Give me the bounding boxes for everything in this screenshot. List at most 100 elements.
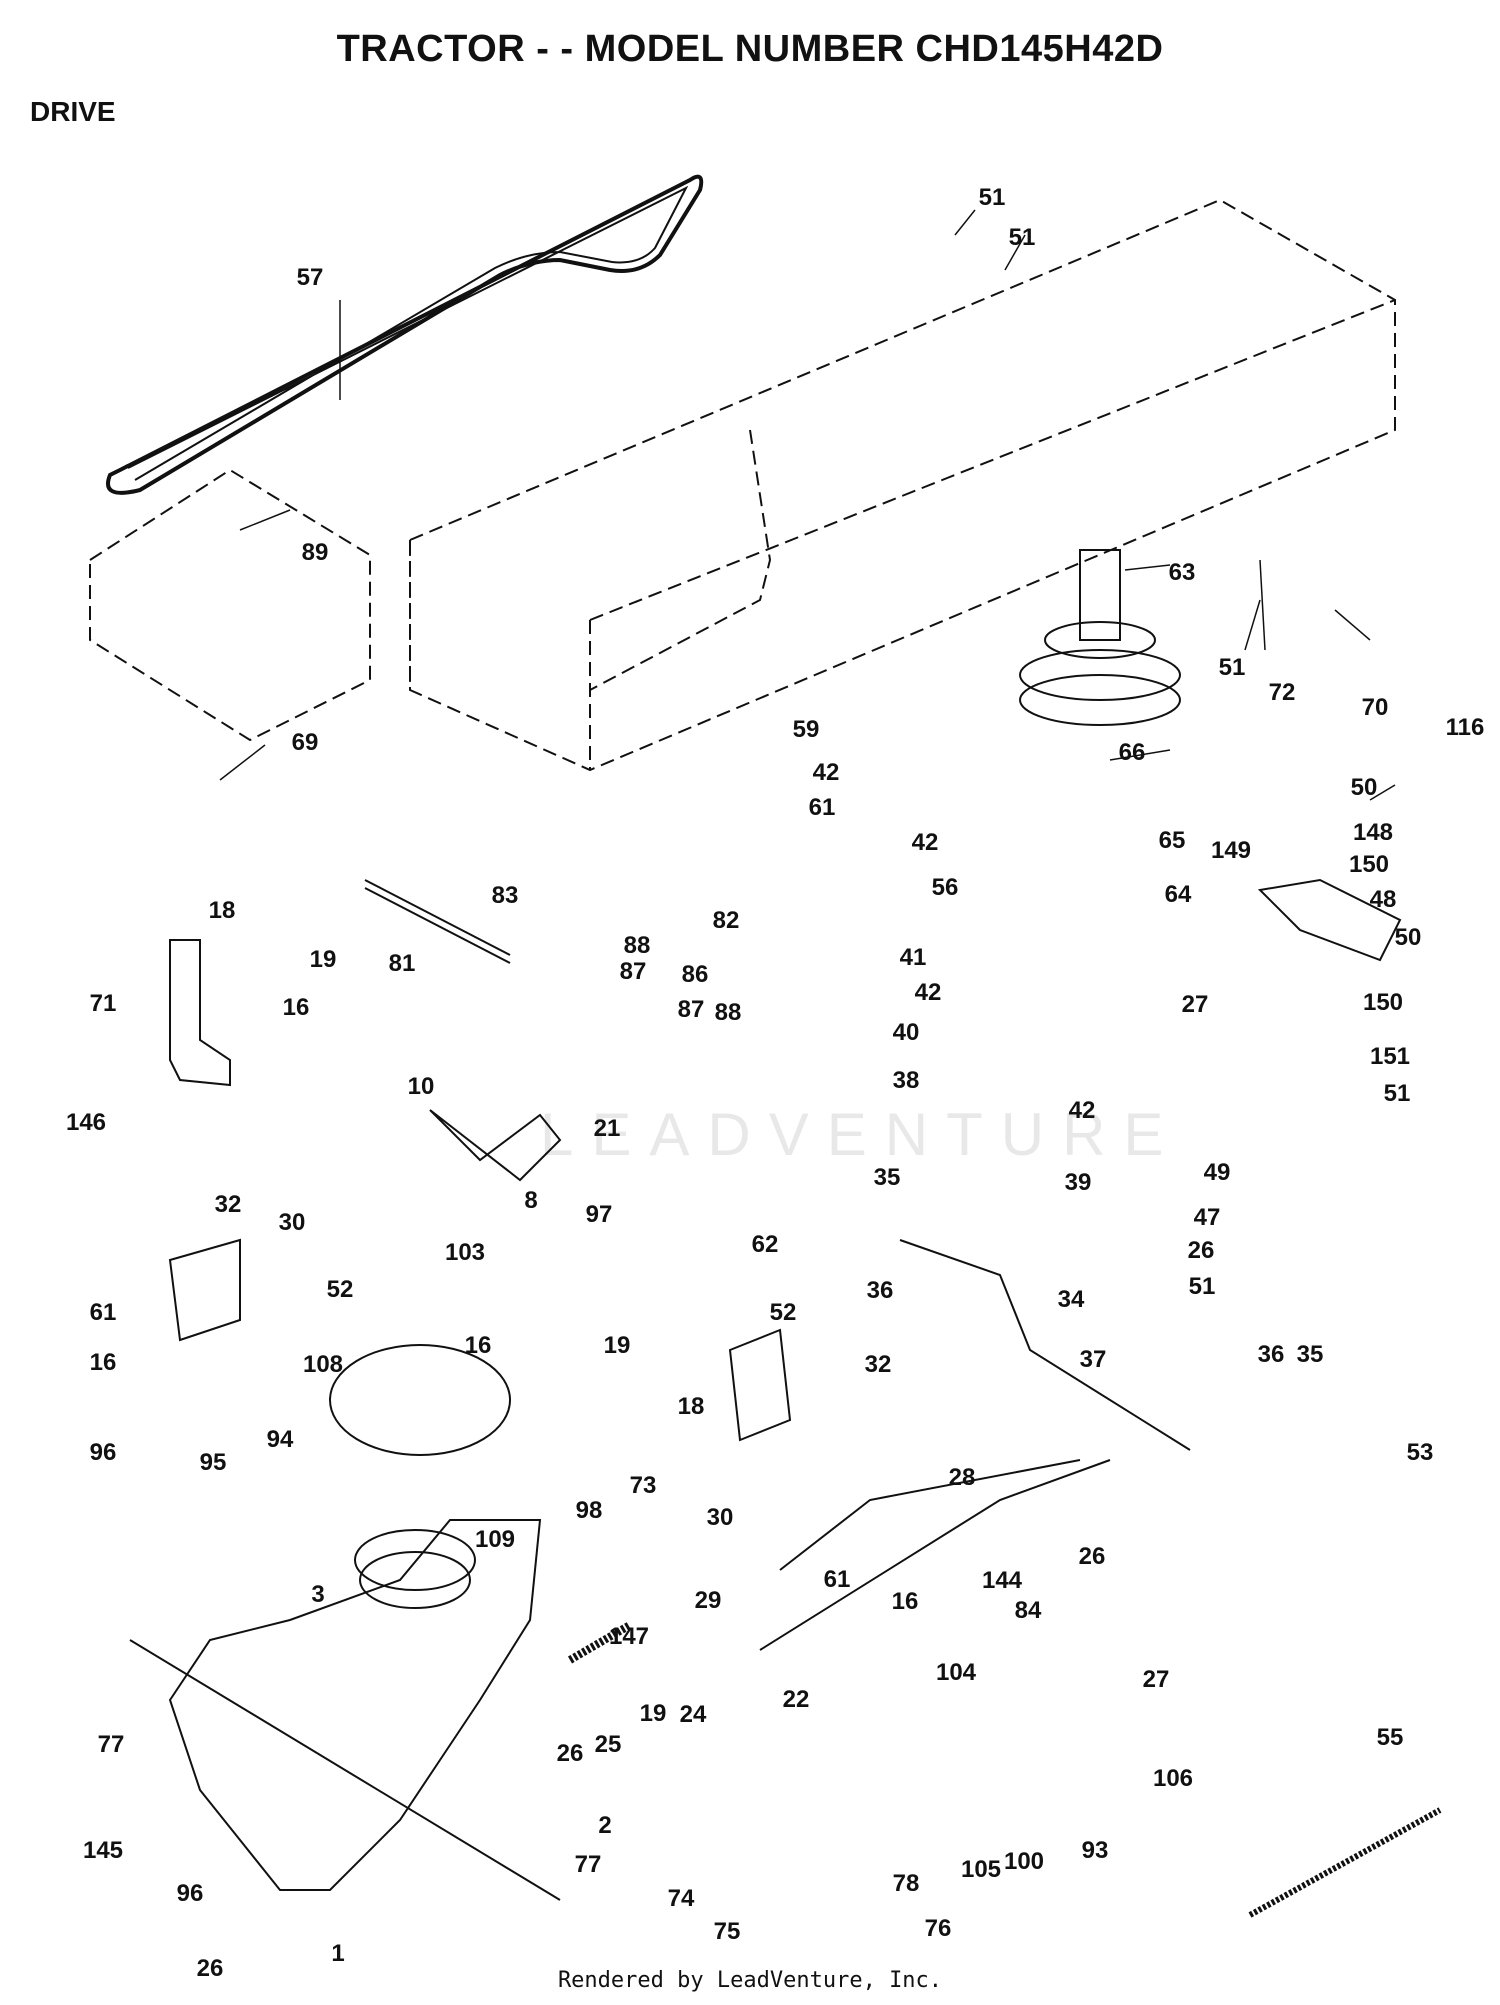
callout-label: 150 (1349, 851, 1389, 878)
callout-label: 61 (824, 1566, 851, 1593)
callout-label: 52 (327, 1276, 354, 1303)
callout-label: 51 (1009, 224, 1036, 251)
shift-rod (899, 1239, 1191, 1451)
callout-label: 89 (302, 539, 329, 566)
callout-label: 49 (1204, 1159, 1231, 1186)
callout-label: 19 (640, 1700, 667, 1727)
pedal-shaft (364, 879, 511, 956)
callout-label: 10 (408, 1073, 435, 1100)
callout-label: 63 (1169, 559, 1196, 586)
callout-label: 22 (783, 1686, 810, 1713)
frame-outline (89, 198, 1396, 772)
callout-label: 16 (283, 994, 310, 1021)
callout-label: 71 (90, 990, 117, 1017)
callout-label: 84 (1015, 1597, 1042, 1624)
callout-label: 59 (793, 716, 820, 743)
callout-label: 51 (979, 184, 1006, 211)
callout-label: 38 (893, 1067, 920, 1094)
callout-label: 36 (1258, 1341, 1285, 1368)
callout-label: 42 (1069, 1097, 1096, 1124)
transaxle-pulley (354, 1529, 476, 1591)
callout-label: 57 (297, 264, 324, 291)
engine-pulley (1019, 549, 1181, 726)
callout-label: 41 (900, 944, 927, 971)
callout-label: 29 (695, 1587, 722, 1614)
callout-label: 39 (1065, 1169, 1092, 1196)
callout-label: 78 (893, 1870, 920, 1897)
callout-label: 26 (1079, 1543, 1106, 1570)
callout-label: 97 (586, 1201, 613, 1228)
callout-label: 47 (1194, 1204, 1221, 1231)
callout-label: 70 (1362, 694, 1389, 721)
callout-label: 64 (1165, 881, 1192, 908)
callout-label: 37 (1080, 1346, 1107, 1373)
callout-label: 40 (893, 1019, 920, 1046)
callout-label: 27 (1143, 1666, 1170, 1693)
return-spring (567, 1621, 633, 1664)
callout-label: 52 (770, 1299, 797, 1326)
callout-label: 19 (310, 946, 337, 973)
extension-spring (1248, 1807, 1442, 1918)
section-label: DRIVE (30, 96, 116, 127)
callout-label: 30 (279, 1209, 306, 1236)
callout-label: 116 (1446, 714, 1485, 741)
callout-label: 93 (1082, 1837, 1109, 1864)
callout-label: 73 (630, 1472, 657, 1499)
callout-label: 56 (932, 874, 959, 901)
callout-label: 148 (1353, 819, 1393, 846)
callout-label: 87 (620, 958, 647, 985)
callout-label: 32 (865, 1351, 892, 1378)
callout-label: 48 (1370, 886, 1397, 913)
leader-lines (219, 209, 1396, 801)
callout-label: 34 (1058, 1286, 1085, 1313)
callout-label: 26 (197, 1955, 224, 1982)
callout-label: 51 (1219, 654, 1246, 681)
callout-label: 75 (714, 1918, 741, 1945)
callout-label: 95 (200, 1449, 227, 1476)
callout-label: 1 (331, 1940, 344, 1967)
callout-label: 65 (1159, 827, 1186, 854)
callout-label: 3 (311, 1581, 324, 1608)
callout-label: 66 (1119, 739, 1146, 766)
callout-label: 26 (557, 1740, 584, 1767)
watermark: LEADVENTURE (540, 1101, 1182, 1168)
callout-label: 27 (1182, 991, 1209, 1018)
callout-label: 149 (1211, 837, 1251, 864)
drive-belt (106, 174, 704, 495)
callout-label: 21 (594, 1115, 621, 1142)
callout-label: 150 (1363, 989, 1403, 1016)
callout-label: 26 (1188, 1237, 1215, 1264)
callout-label: 98 (576, 1497, 603, 1524)
callout-label: 30 (707, 1504, 734, 1531)
callout-label: 16 (90, 1349, 117, 1376)
callout-label: 72 (1269, 679, 1296, 706)
callout-label: 62 (752, 1231, 779, 1258)
control-rod (779, 1459, 1081, 1571)
callout-label: 146 (66, 1109, 106, 1136)
callout-label: 94 (267, 1426, 294, 1453)
callout-label: 88 (715, 999, 742, 1026)
callout-label: 147 (609, 1623, 649, 1650)
page-title: TRACTOR - - MODEL NUMBER CHD145H42D (336, 28, 1164, 70)
callout-label: 51 (1189, 1273, 1216, 1300)
callout-label: 104 (936, 1659, 977, 1686)
callout-label: 42 (915, 979, 942, 1006)
lever (429, 1109, 562, 1182)
callout-label: 145 (83, 1837, 123, 1864)
callout-label: 8 (524, 1187, 537, 1214)
callout-label: 105 (961, 1856, 1001, 1883)
cooling-fan (329, 1344, 511, 1456)
callout-label: 77 (575, 1851, 602, 1878)
idler-arm-48 (1257, 878, 1402, 962)
callout-label: 18 (678, 1393, 705, 1420)
callout-label: 100 (1004, 1848, 1044, 1875)
callout-label: 50 (1395, 924, 1422, 951)
callout-label: 24 (680, 1701, 707, 1728)
footer-credit: Rendered by LeadVenture, Inc. (557, 1968, 943, 1993)
callout-label: 42 (813, 759, 840, 786)
callout-label: 87 (678, 996, 705, 1023)
callout-label: 109 (475, 1526, 515, 1553)
callout-label: 55 (1377, 1724, 1404, 1751)
transaxle (129, 1519, 561, 1901)
callout-label: 25 (595, 1731, 622, 1758)
